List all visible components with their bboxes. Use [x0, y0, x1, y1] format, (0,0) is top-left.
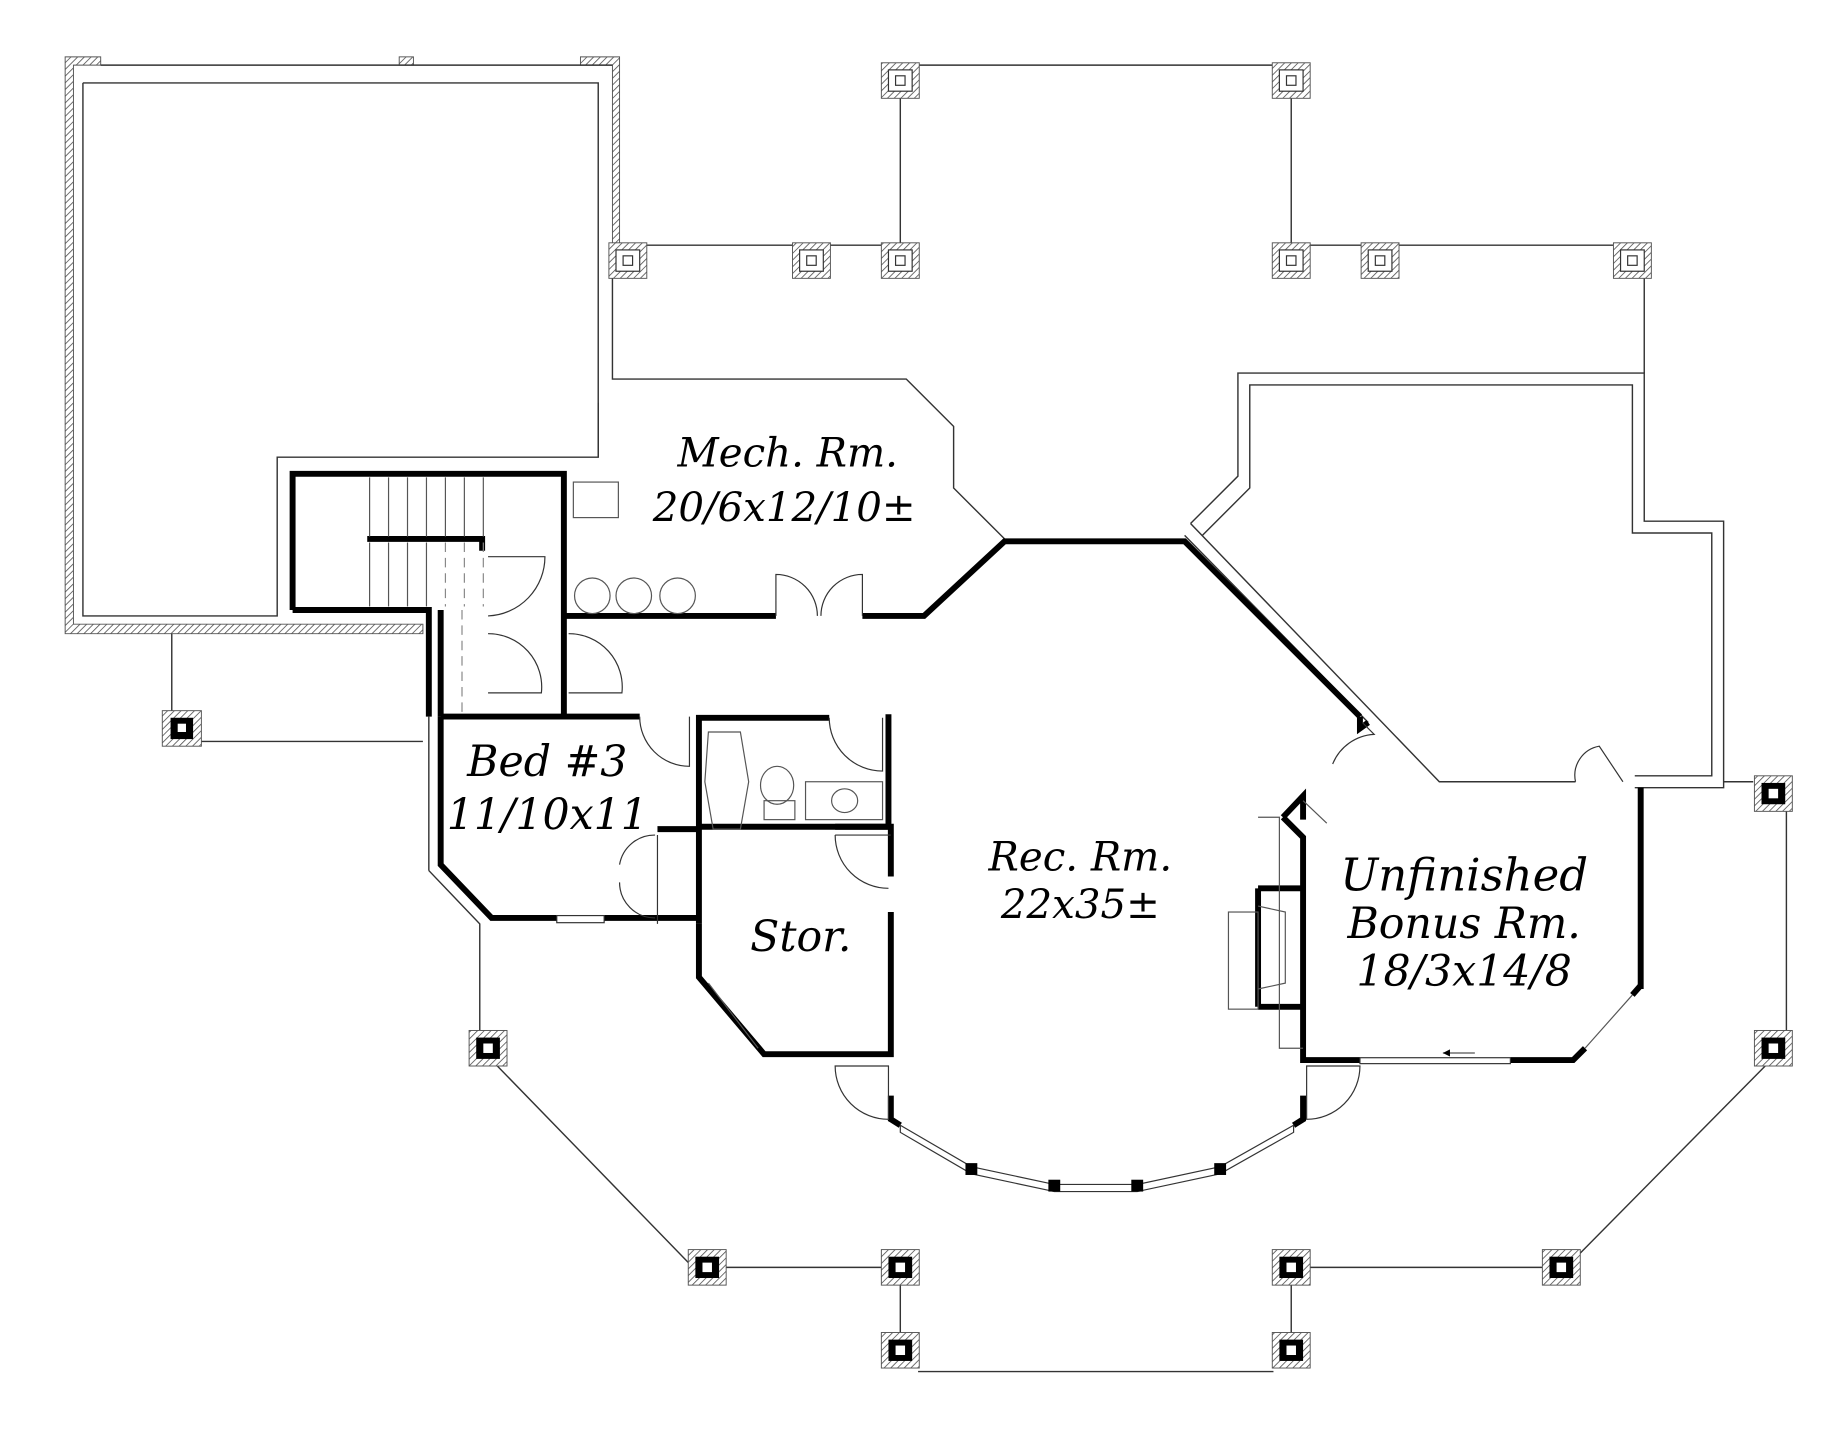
post-icon	[1271, 62, 1311, 99]
post-icon	[880, 1332, 920, 1369]
room-rec-size: 22x35±	[1000, 882, 1160, 928]
post-icon	[880, 62, 920, 99]
posts-top	[608, 62, 1652, 279]
post-icon	[1271, 1332, 1311, 1369]
room-bonus-size: 18/3x14/8	[1356, 946, 1571, 996]
mech-equipment	[572, 481, 696, 615]
upper-porch	[619, 64, 1645, 374]
bonus-outer	[1184, 372, 1754, 789]
post-icon	[608, 242, 648, 279]
room-rec-name: Rec. Rm.	[988, 835, 1173, 881]
lower-porch	[428, 716, 1788, 1373]
post-icon	[1541, 1249, 1581, 1286]
post-icon	[1271, 1249, 1311, 1286]
garage-outline	[64, 56, 1006, 635]
post-icon	[1271, 242, 1311, 279]
room-bonus-name: Unfinished	[1340, 849, 1588, 902]
room-mech-name: Mech. Rm.	[677, 431, 898, 477]
room-mech-size: 20/6x12/10±	[652, 485, 916, 531]
post-icon	[1753, 1029, 1793, 1067]
room-stor-name: Stor.	[750, 912, 851, 962]
bath-fixtures	[704, 731, 884, 830]
post-icon	[880, 242, 920, 279]
post-icon	[1612, 242, 1652, 279]
fireplace	[1227, 816, 1304, 1049]
post-icon	[687, 1249, 727, 1286]
room-bonus-name2: Bonus Rm.	[1346, 899, 1580, 949]
post-icon	[792, 242, 831, 279]
room-labels: Mech. Rm. 20/6x12/10± Bed #3 11/10x11 St…	[447, 431, 1588, 997]
post-icon	[1753, 775, 1793, 812]
room-bed3-size: 11/10x11	[447, 790, 648, 840]
room-bed3-name: Bed #3	[466, 737, 627, 787]
windows	[556, 800, 1633, 1065]
stairs	[369, 477, 484, 717]
posts-bottom	[468, 775, 1793, 1369]
doors	[488, 556, 1624, 1120]
post-icon	[1360, 242, 1400, 279]
post-icon	[468, 1029, 508, 1067]
bay-window	[899, 1124, 1295, 1193]
post	[161, 633, 423, 747]
post-icon	[880, 1249, 920, 1286]
